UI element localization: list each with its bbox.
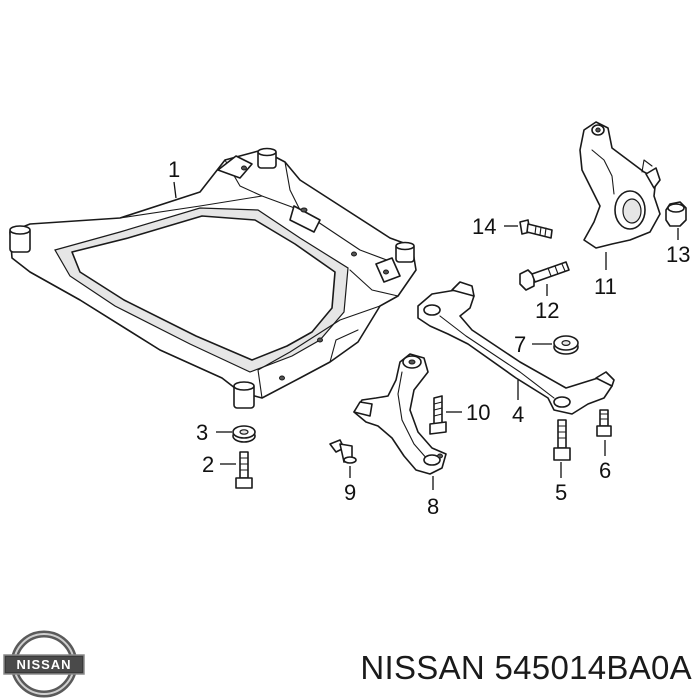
leader-lines bbox=[173, 181, 679, 490]
callout-12: 12 bbox=[535, 298, 559, 323]
callout-11: 11 bbox=[594, 274, 617, 299]
callout-13: 13 bbox=[666, 242, 690, 267]
callout-1: 1 bbox=[168, 157, 180, 182]
callout-10: 10 bbox=[466, 400, 490, 425]
callout-6: 6 bbox=[599, 458, 611, 483]
bush-part-13 bbox=[665, 201, 687, 227]
callout-5: 5 bbox=[555, 480, 567, 505]
part-caption: NISSAN 545014BA0A bbox=[330, 643, 692, 693]
washer-part-3 bbox=[232, 425, 256, 443]
control-arm-part-8 bbox=[353, 353, 447, 475]
subframe-part-1 bbox=[9, 147, 417, 409]
callout-4: 4 bbox=[512, 402, 524, 427]
bolt-part-9 bbox=[329, 439, 357, 464]
nissan-logo: NISSAN bbox=[3, 630, 85, 698]
callout-9: 9 bbox=[344, 480, 356, 505]
bolt-part-12 bbox=[519, 261, 570, 291]
callout-7: 7 bbox=[514, 332, 526, 357]
callout-3: 3 bbox=[196, 420, 208, 445]
bolt-part-10 bbox=[429, 395, 447, 435]
callout-14: 14 bbox=[472, 214, 496, 239]
caption-part-number: 545014BA0A bbox=[494, 649, 692, 686]
callout-2: 2 bbox=[202, 452, 214, 477]
bolt-part-5 bbox=[553, 419, 571, 461]
callout-labels: 1 2 3 4 5 6 7 8 9 10 11 12 13 14 bbox=[168, 157, 690, 519]
bolt-part-14 bbox=[519, 219, 553, 239]
cross-link-part-4 bbox=[417, 281, 615, 415]
washer-part-7 bbox=[553, 335, 579, 355]
callout-8: 8 bbox=[427, 494, 439, 519]
knuckle-part-11 bbox=[579, 121, 661, 249]
logo-text: NISSAN bbox=[16, 657, 71, 672]
bolt-part-6 bbox=[596, 409, 612, 437]
caption-brand: NISSAN bbox=[360, 649, 486, 686]
bolt-part-2 bbox=[235, 451, 253, 489]
